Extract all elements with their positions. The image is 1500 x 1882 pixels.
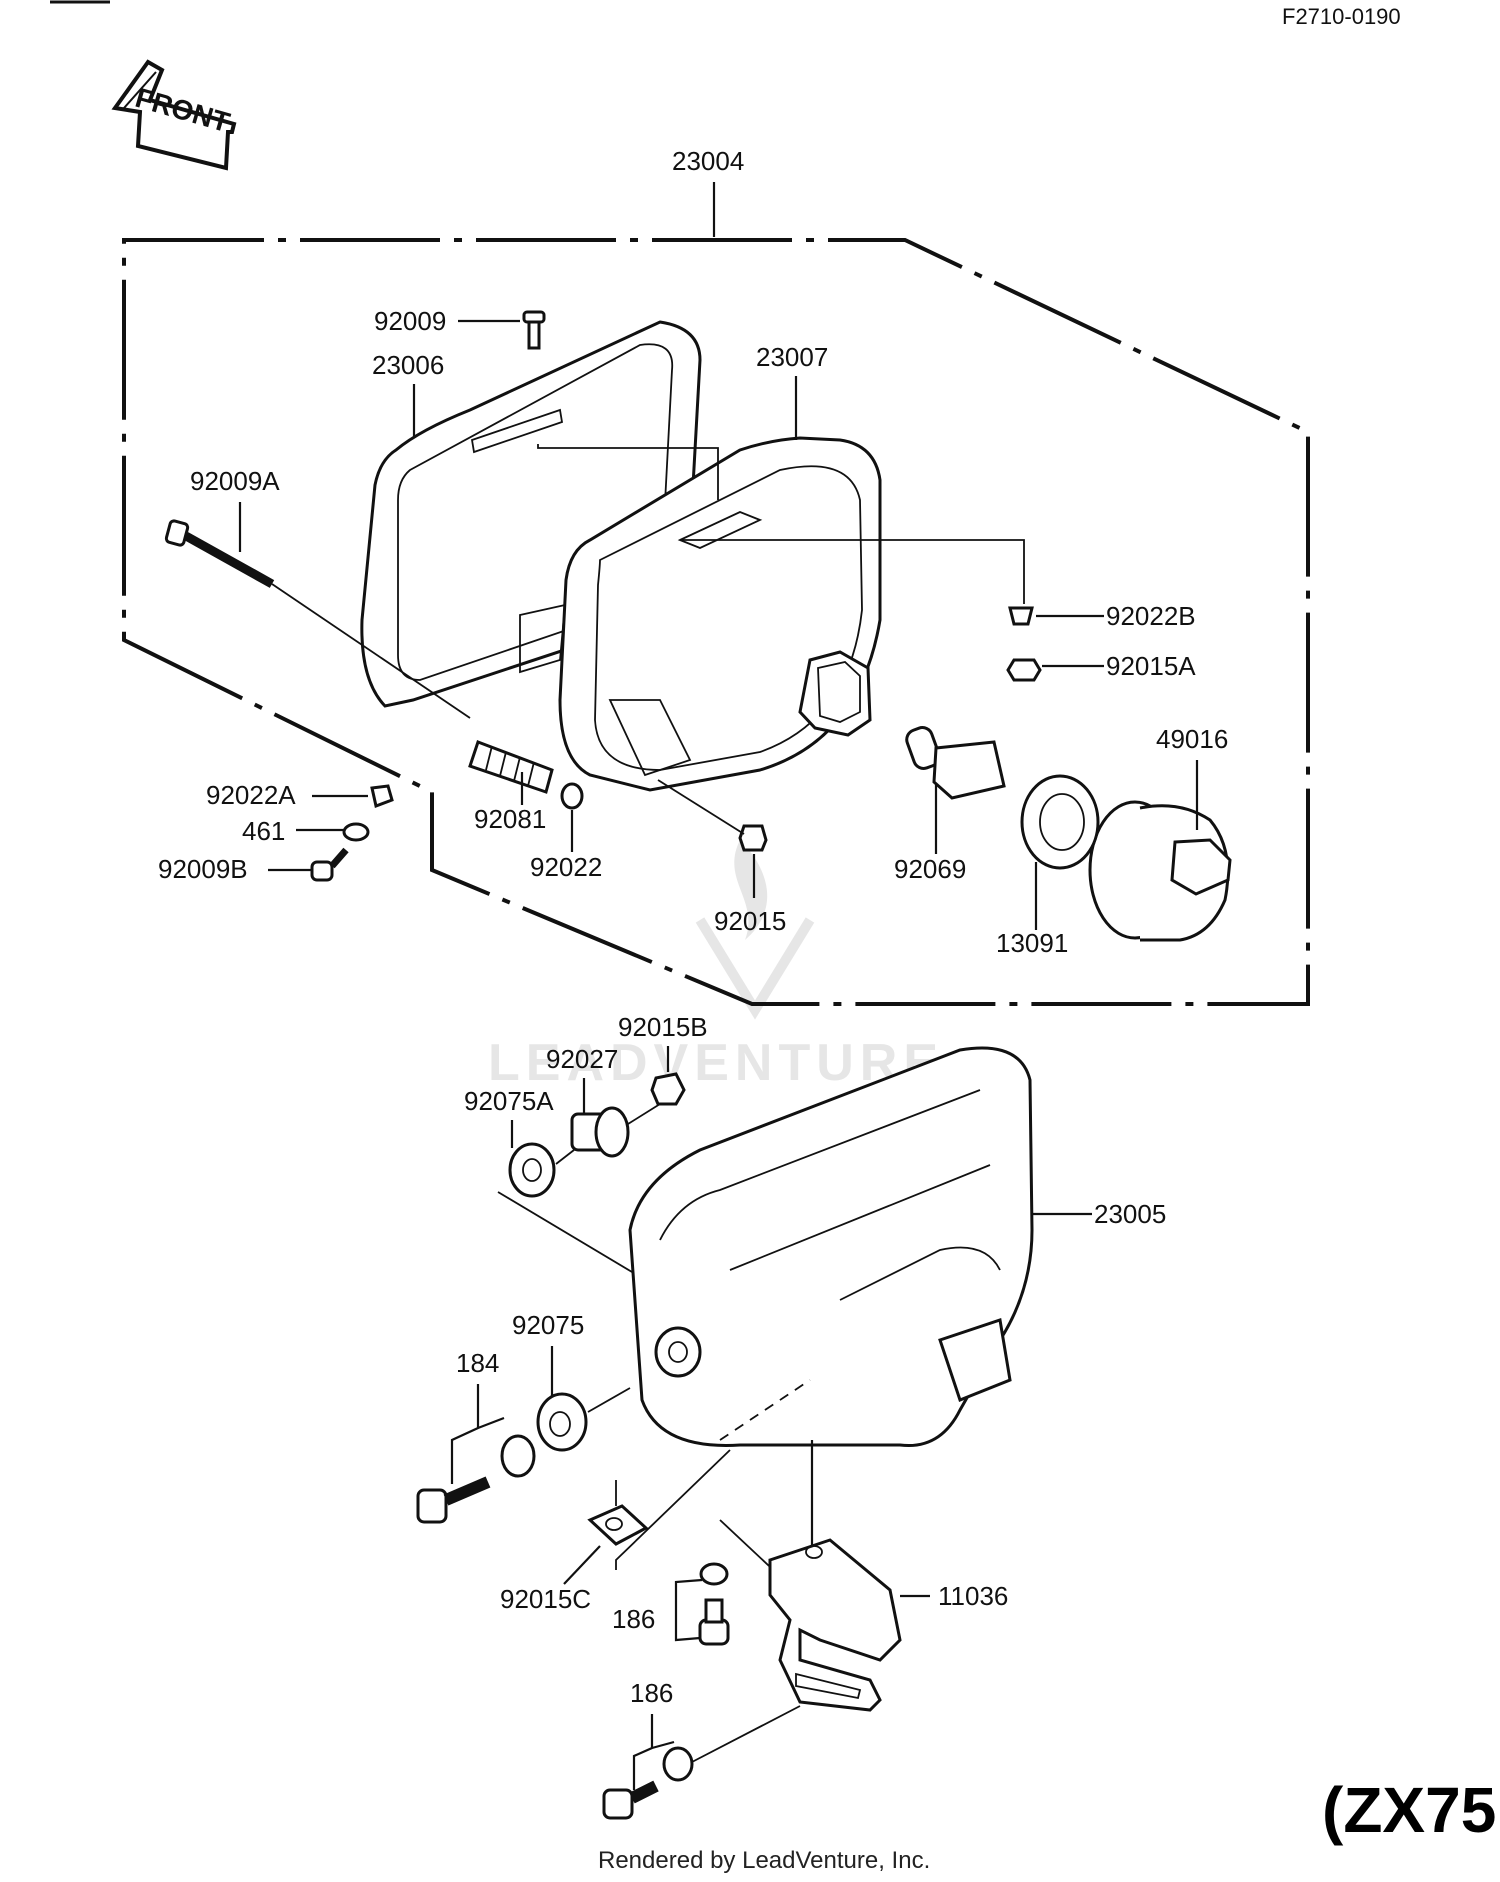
label-11036: 11036: [938, 1581, 1008, 1611]
model-label: (ZX75: [1322, 1774, 1496, 1846]
guide-92009: [537, 444, 719, 500]
nut-92022B-icon: [1008, 606, 1034, 626]
label-23004: 23004: [672, 146, 744, 176]
washer-461-icon: [342, 822, 370, 842]
label-92069: 92069: [894, 854, 966, 884]
nut-92015-icon: [738, 824, 768, 852]
label-92009: 92009: [374, 306, 446, 336]
label-92015A: 92015A: [1106, 651, 1196, 681]
guide-92015C: [615, 1449, 731, 1570]
leader-186a: [674, 1578, 703, 1642]
leader-92015C: [563, 1545, 601, 1585]
label-92015B: 92015B: [618, 1012, 708, 1042]
label-92022: 92022: [530, 852, 602, 882]
housing-23005: [628, 1046, 1034, 1448]
socket-cap-49016-icon: [1088, 800, 1232, 942]
label-92015C: 92015C: [500, 1584, 591, 1614]
grommet-92075-icon: [536, 1392, 588, 1452]
guide-92027: [627, 1103, 661, 1125]
grommet-92075A-icon: [508, 1142, 556, 1198]
footer-credit: Rendered by LeadVenture, Inc.: [598, 1847, 930, 1874]
bolt-186b-icon: [602, 1780, 659, 1820]
label-92075: 92075: [512, 1310, 584, 1340]
label-23006: 23006: [372, 350, 444, 380]
screw-92009B-icon: [310, 847, 349, 882]
headlight-assembly-frame: [122, 238, 1310, 1006]
collar-92027-icon: [570, 1106, 630, 1158]
label-92075A: 92075A: [464, 1086, 554, 1116]
screw-92009-icon: [522, 310, 546, 350]
spring-92081-icon: [468, 740, 554, 794]
headlight-unit-23007: [558, 436, 882, 792]
label-186a: 186: [612, 1604, 655, 1634]
guide-92075A-b: [555, 1149, 575, 1165]
guide-186b: [691, 1705, 801, 1763]
long-bolt-92009A-icon: [164, 519, 275, 588]
label-92027: 92027: [546, 1044, 618, 1074]
label-92009B: 92009B: [158, 854, 248, 884]
leader-184: [450, 1384, 505, 1484]
label-184: 184: [456, 1348, 499, 1378]
label-461: 461: [242, 816, 285, 846]
guide-92075: [587, 1387, 631, 1413]
watermark: LEADVENTURE: [488, 1034, 944, 1092]
label-13091: 13091: [996, 928, 1068, 958]
washer-92022-icon: [560, 782, 584, 810]
label-49016: 49016: [1156, 724, 1228, 754]
washer-186a-icon: [699, 1562, 729, 1586]
bolt-186a-icon: [698, 1598, 730, 1646]
label-92009A: 92009A: [190, 466, 280, 496]
label-92081: 92081: [474, 804, 546, 834]
front-arrow-icon: FRONT: [111, 59, 237, 171]
watermark-flame-icon: [695, 840, 815, 1020]
clip-nut-92015C-icon: [587, 1504, 649, 1546]
label-92022B: 92022B: [1106, 601, 1196, 631]
nut-92015B-icon: [650, 1072, 686, 1106]
washer-184-icon: [500, 1434, 536, 1478]
label-186b: 186: [630, 1678, 673, 1708]
nut-92015A-icon: [1006, 658, 1042, 682]
bolt-184-icon: [416, 1476, 491, 1524]
guide-92022B: [680, 539, 1025, 604]
leader-186b: [632, 1714, 675, 1790]
label-23005: 23005: [1094, 1199, 1166, 1229]
guide-92015: [657, 779, 745, 835]
guide-92075A: [497, 1191, 633, 1273]
label-23007: 23007: [756, 342, 828, 372]
label-92022A: 92022A: [206, 780, 296, 810]
washer-186b-icon: [662, 1746, 694, 1782]
bracket-11036: [768, 1538, 902, 1712]
nut-92022A-icon: [370, 784, 394, 809]
leader-92009A-path: [271, 583, 471, 719]
diagram-code: F2710-0190: [1282, 4, 1401, 29]
socket-13091-icon: [1020, 774, 1100, 870]
bulb-92069-icon: [905, 726, 1006, 800]
label-92015: 92015: [714, 906, 786, 936]
